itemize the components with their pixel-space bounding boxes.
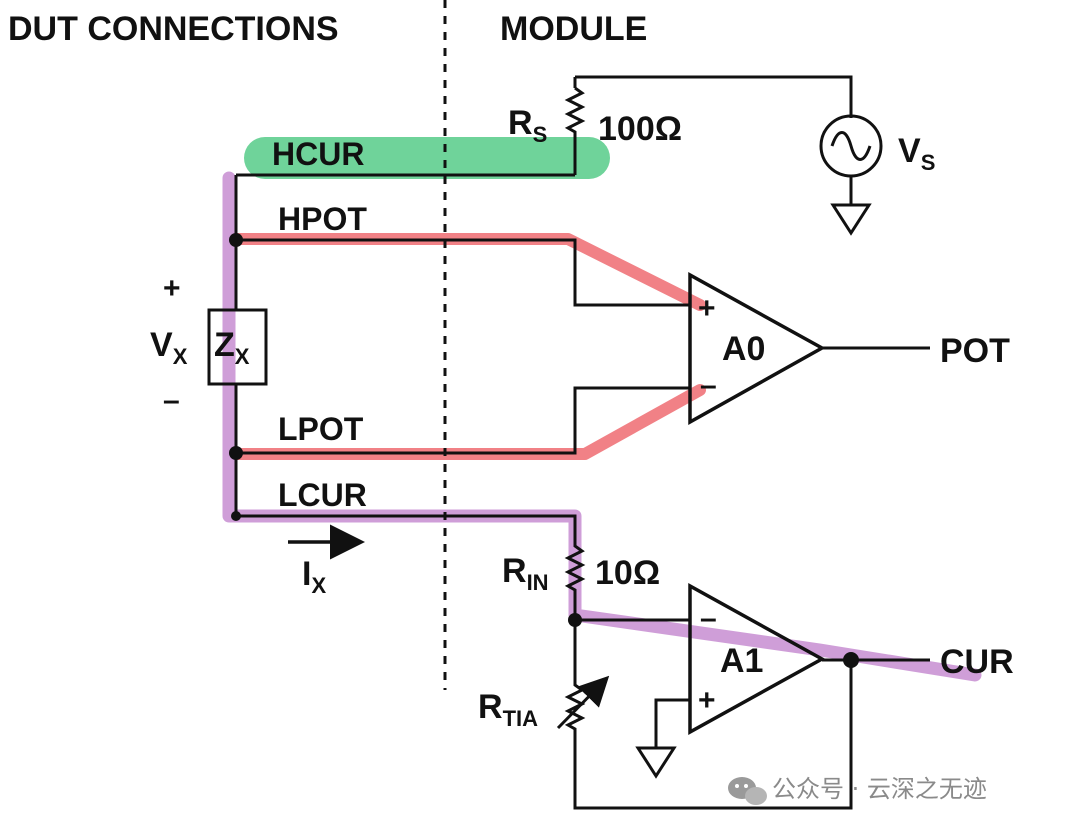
hpot-label: HPOT — [278, 201, 367, 237]
lcur-junction — [231, 511, 241, 521]
zx-label: ZX — [214, 326, 250, 369]
hcur-highlight — [244, 137, 610, 179]
a0-minus-sign: – — [700, 369, 717, 402]
lpot-label: LPOT — [278, 411, 364, 447]
a1-minus-sign: – — [700, 602, 717, 635]
ix-label: IX — [302, 555, 326, 598]
ground-icon — [830, 203, 872, 236]
a0-label: A0 — [722, 330, 765, 368]
a1-opamp — [688, 583, 826, 735]
dut-connections-heading: DUT CONNECTIONS — [8, 10, 339, 48]
wechat-icon — [728, 777, 767, 805]
rtia-variable-arrow — [556, 675, 610, 730]
a1-noninverting-ground-wire — [654, 698, 690, 748]
hcur-label: HCUR — [272, 136, 364, 172]
cur-output-junction — [843, 652, 859, 668]
ground-icon — [635, 746, 677, 779]
a0-opamp — [688, 272, 826, 425]
hpot-highlight — [230, 233, 706, 311]
a1-label: A1 — [720, 642, 763, 680]
zx-impedance — [207, 308, 268, 386]
rin-label: RIN — [502, 552, 549, 595]
rs-value: 100Ω — [598, 110, 682, 148]
vx-label: VX — [150, 326, 188, 369]
rin-value: 10Ω — [595, 554, 660, 592]
rs-source-wire — [575, 75, 853, 118]
hpot-wire — [236, 238, 690, 307]
cur-label: CUR — [940, 643, 1014, 681]
rin-resistor — [564, 538, 586, 620]
rtia-label: RTIA — [478, 688, 538, 731]
pot-label: POT — [940, 332, 1010, 370]
sine-icon — [830, 131, 872, 161]
lcur-label: LCUR — [278, 477, 367, 513]
lpot-junction — [229, 446, 243, 460]
a0-plus-sign: + — [698, 292, 716, 325]
lpot-wire — [236, 386, 690, 455]
lcur-wire — [236, 514, 577, 538]
rs-resistor — [564, 86, 586, 175]
hpot-junction — [229, 233, 243, 247]
module-heading: MODULE — [500, 10, 647, 48]
vx-minus-sign: – — [163, 384, 180, 417]
vx-plus-sign: + — [163, 272, 181, 305]
vs-label: VS — [898, 132, 935, 175]
watermark-text: 公众号 · 云深之无迹 — [772, 775, 987, 803]
rs-label: RS — [508, 104, 547, 147]
a1-plus-sign: + — [698, 684, 716, 717]
